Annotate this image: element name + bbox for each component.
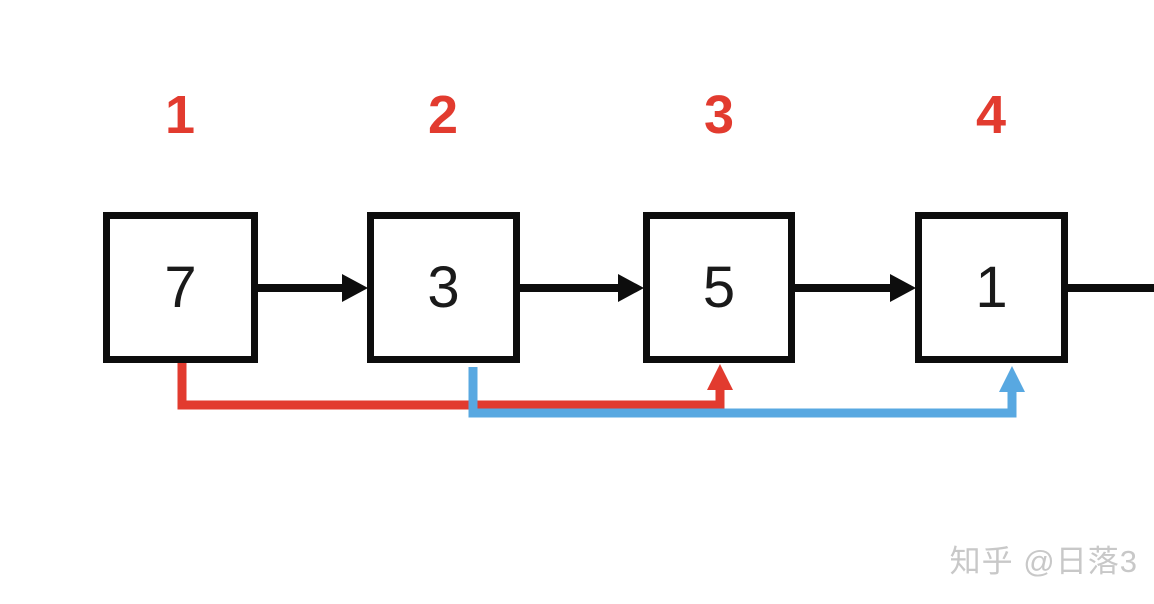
node-index-label-2: 2 <box>427 85 459 145</box>
node-index-label-4: 4 <box>975 85 1007 145</box>
node-index-label-3: 3 <box>703 85 735 145</box>
watermark: 知乎 @日落3 <box>949 544 1138 579</box>
node-value-1: 7 <box>164 254 197 320</box>
list-node-4: 1 <box>915 212 1068 363</box>
node-value-3: 5 <box>702 254 736 320</box>
next-pointer-arrow-3-to-4 <box>794 274 916 302</box>
list-node-2: 3 <box>367 212 520 363</box>
node-value-4: 1 <box>975 254 1008 320</box>
blue-skip-arrow-2-to-4 <box>468 366 1025 418</box>
red-skip-arrow-1-to-3 <box>177 362 733 410</box>
node-index-label-1: 1 <box>164 85 196 145</box>
next-pointer-arrow-2-to-3 <box>519 274 644 302</box>
next-pointer-arrow-1-to-2 <box>257 274 368 302</box>
node-value-2: 3 <box>427 254 460 320</box>
list-node-1: 7 <box>103 212 258 363</box>
list-node-3: 5 <box>643 212 795 363</box>
